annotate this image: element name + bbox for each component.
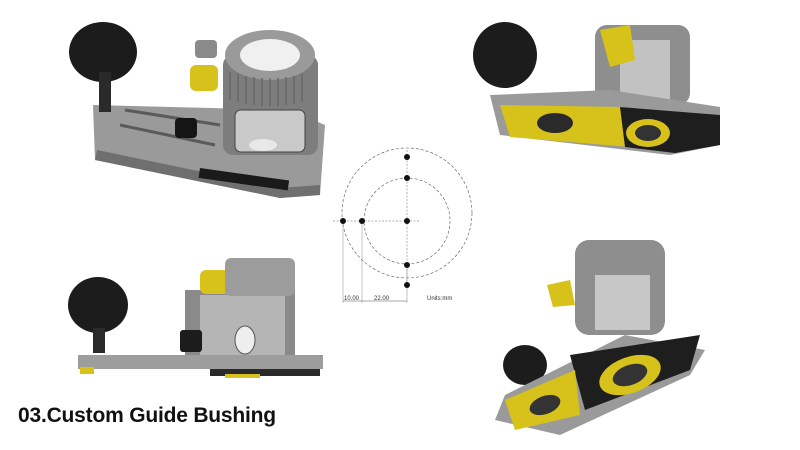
knob <box>473 22 537 88</box>
yellow-clamp <box>600 25 635 67</box>
plate-label-strip <box>198 168 290 191</box>
guide-slot <box>124 108 221 127</box>
perspective-underside-view-2 <box>485 235 715 435</box>
dim-left-label: 10.00 <box>344 296 360 302</box>
base-plate <box>78 355 323 369</box>
yellow-clamp <box>190 65 218 91</box>
yellow-clamp <box>200 270 230 294</box>
dim-right-label: 22.00 <box>374 296 390 302</box>
lock-knob <box>175 118 197 138</box>
dimension-diagram: 10.00 22.00 Units:mm <box>325 145 490 310</box>
perspective-top-view <box>55 10 345 210</box>
knob <box>69 22 137 82</box>
units-label: Units:mm <box>427 296 452 302</box>
page-title: 03.Custom Guide Bushing <box>18 404 276 427</box>
yellow-clamp <box>547 280 575 307</box>
side-view <box>60 250 330 390</box>
knob <box>68 277 128 333</box>
knob <box>503 345 547 385</box>
perspective-underside-view-1 <box>470 15 735 165</box>
guide-slot <box>119 123 216 147</box>
lock-knob <box>180 330 202 352</box>
